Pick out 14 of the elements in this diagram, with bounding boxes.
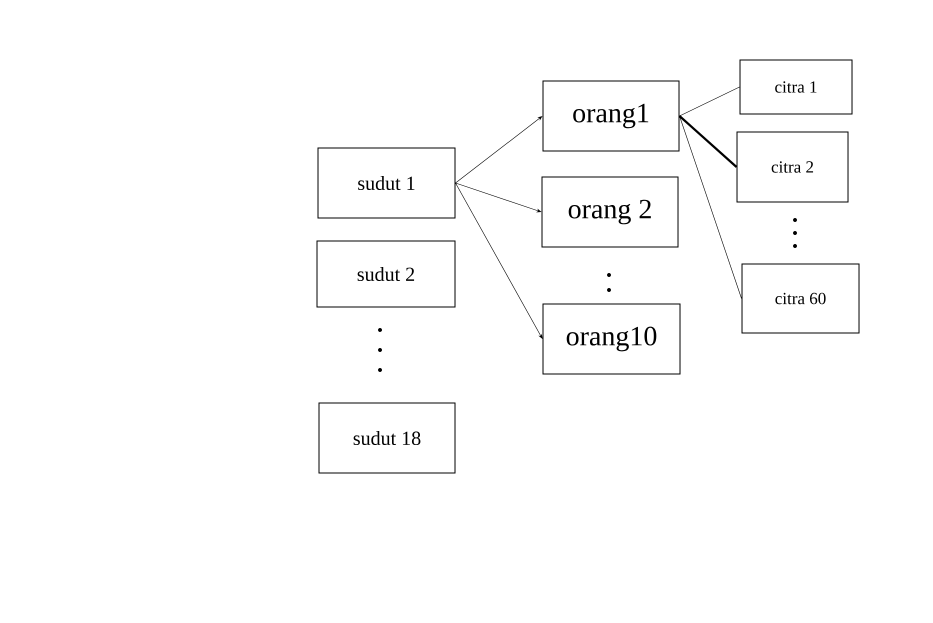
connector-line xyxy=(679,116,742,299)
label-box: orang10 xyxy=(542,304,680,374)
label-box: citra 60 xyxy=(742,264,860,334)
label-box: orang 2 xyxy=(542,176,679,248)
connector-line xyxy=(455,182,542,212)
connector-line xyxy=(679,86,740,116)
label-box: sudut 1 xyxy=(318,148,456,218)
connector-line xyxy=(678,115,738,168)
connector-line xyxy=(455,116,542,184)
label-box: sudut 2 xyxy=(316,240,456,308)
label-box: orang1 xyxy=(542,80,680,152)
label-box: sudut 18 xyxy=(318,402,456,474)
label-box: citra 2 xyxy=(736,132,849,202)
label-box: citra 1 xyxy=(740,60,853,114)
